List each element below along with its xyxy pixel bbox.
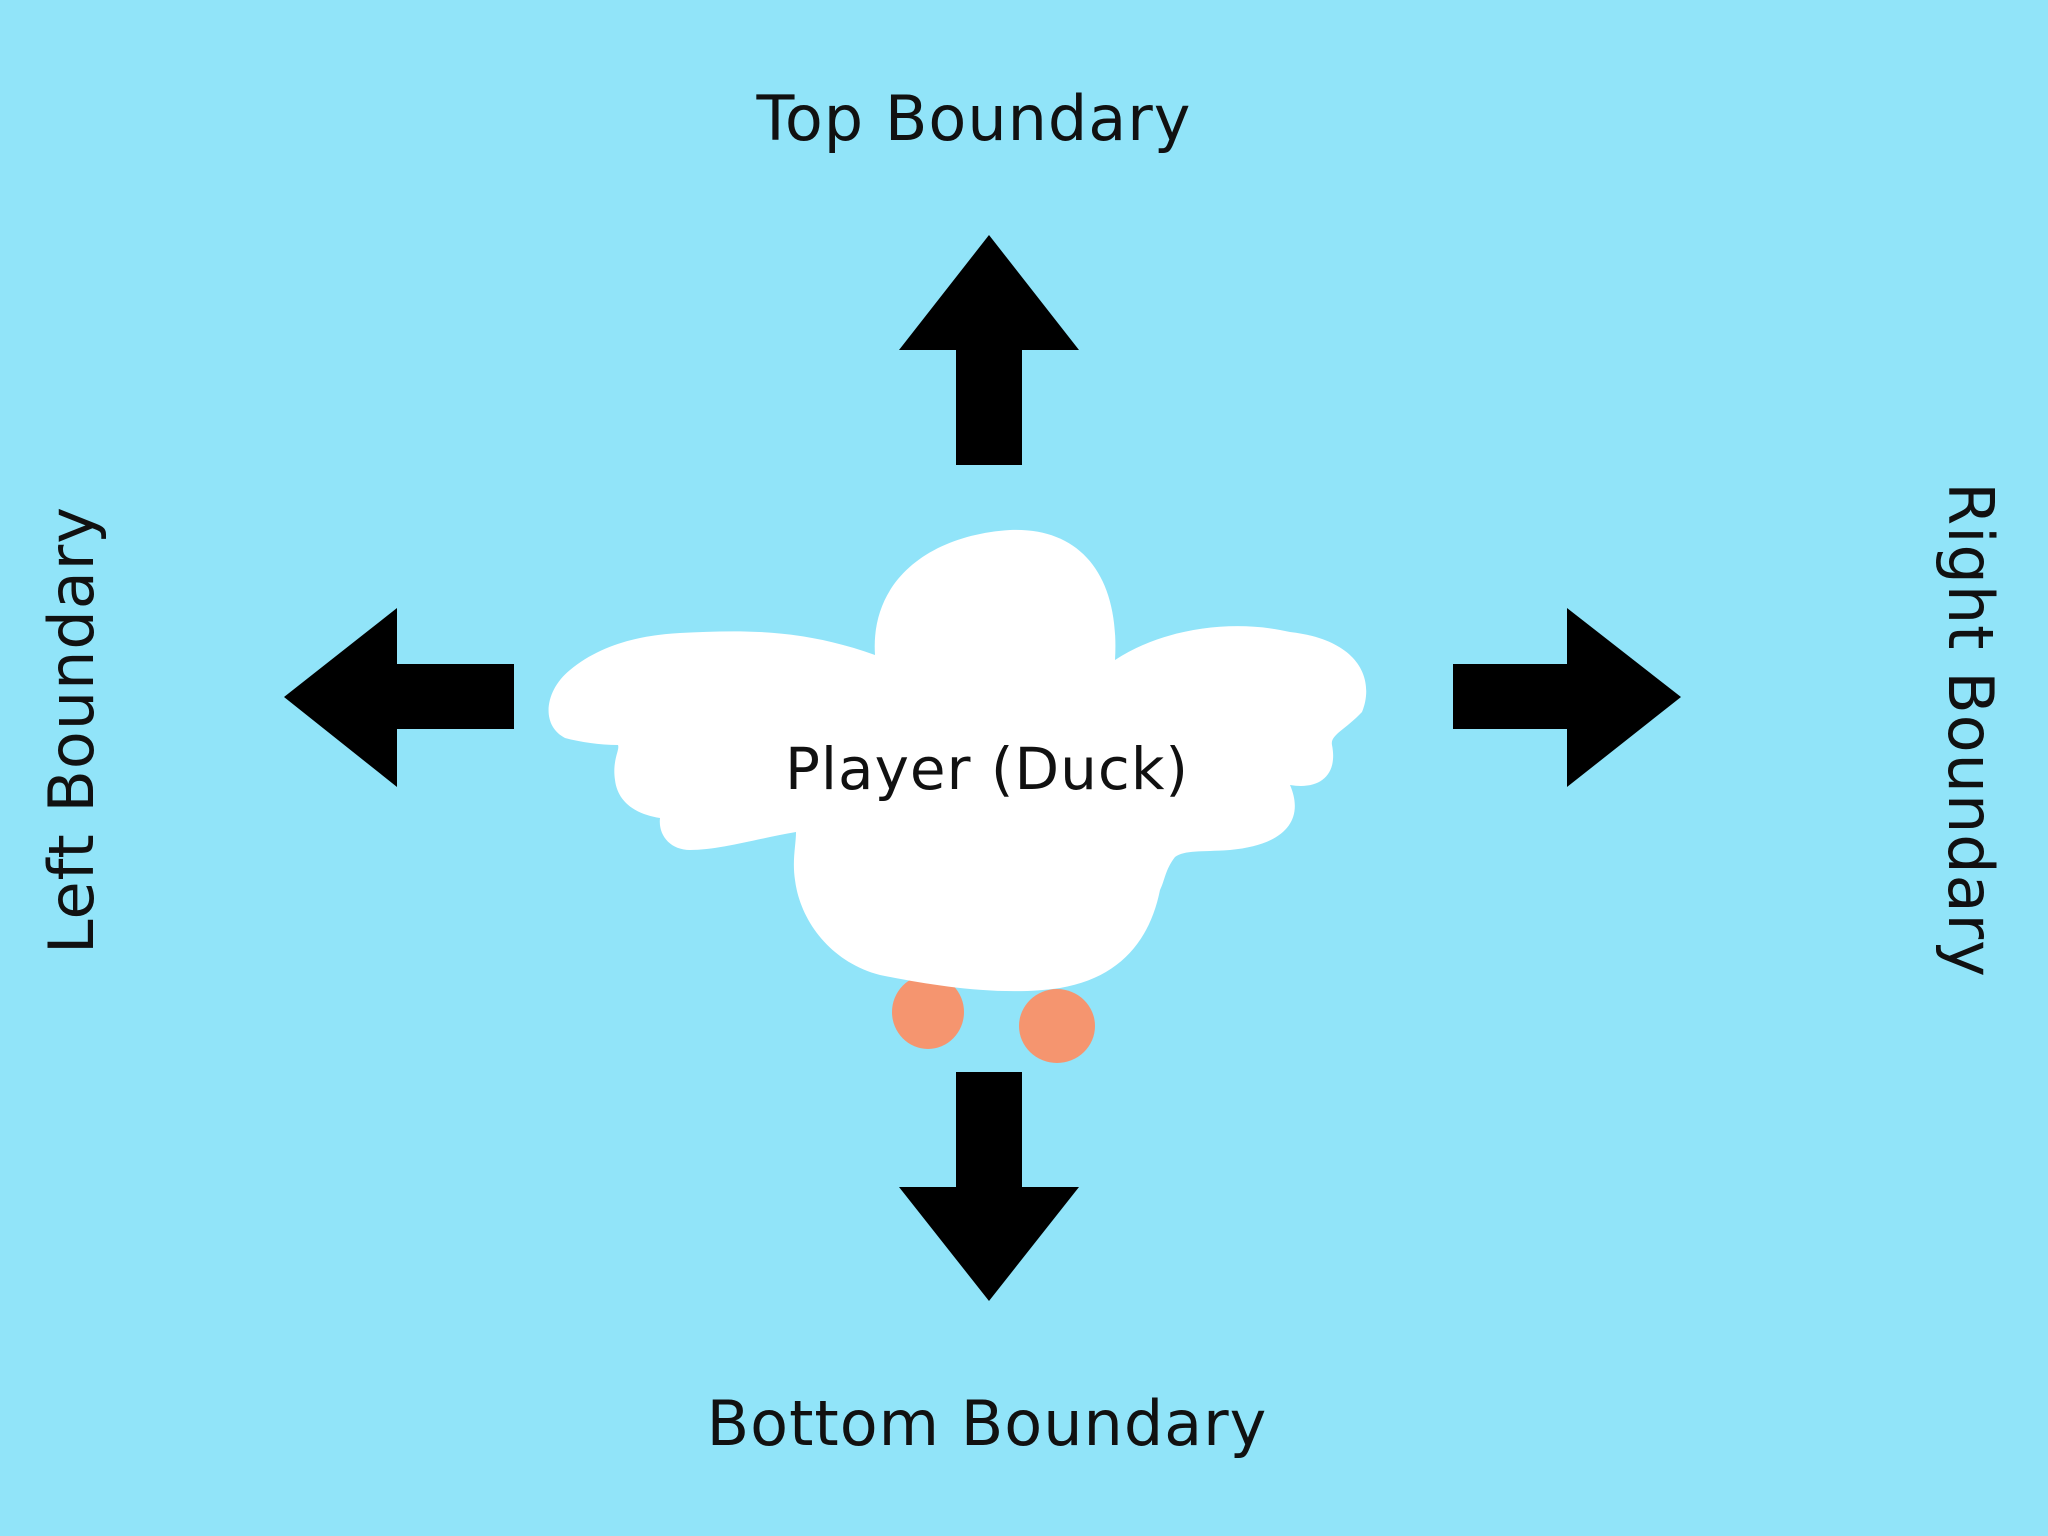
duck-icon	[548, 529, 1367, 1063]
bottom-boundary-label: Bottom Boundary	[706, 1387, 1268, 1460]
right-boundary-label: Right Boundary	[1934, 482, 2007, 978]
arrow-right-icon	[1453, 608, 1681, 787]
arrow-left-icon	[284, 608, 514, 787]
duck-right-foot	[1019, 989, 1095, 1063]
arrow-up-icon	[899, 235, 1079, 465]
duck-left-foot	[892, 975, 964, 1049]
arrow-down-icon	[899, 1072, 1079, 1301]
duck-body	[548, 529, 1367, 992]
player-label: Player (Duck)	[784, 735, 1190, 803]
top-boundary-label: Top Boundary	[756, 82, 1192, 155]
left-boundary-label: Left Boundary	[35, 506, 108, 954]
